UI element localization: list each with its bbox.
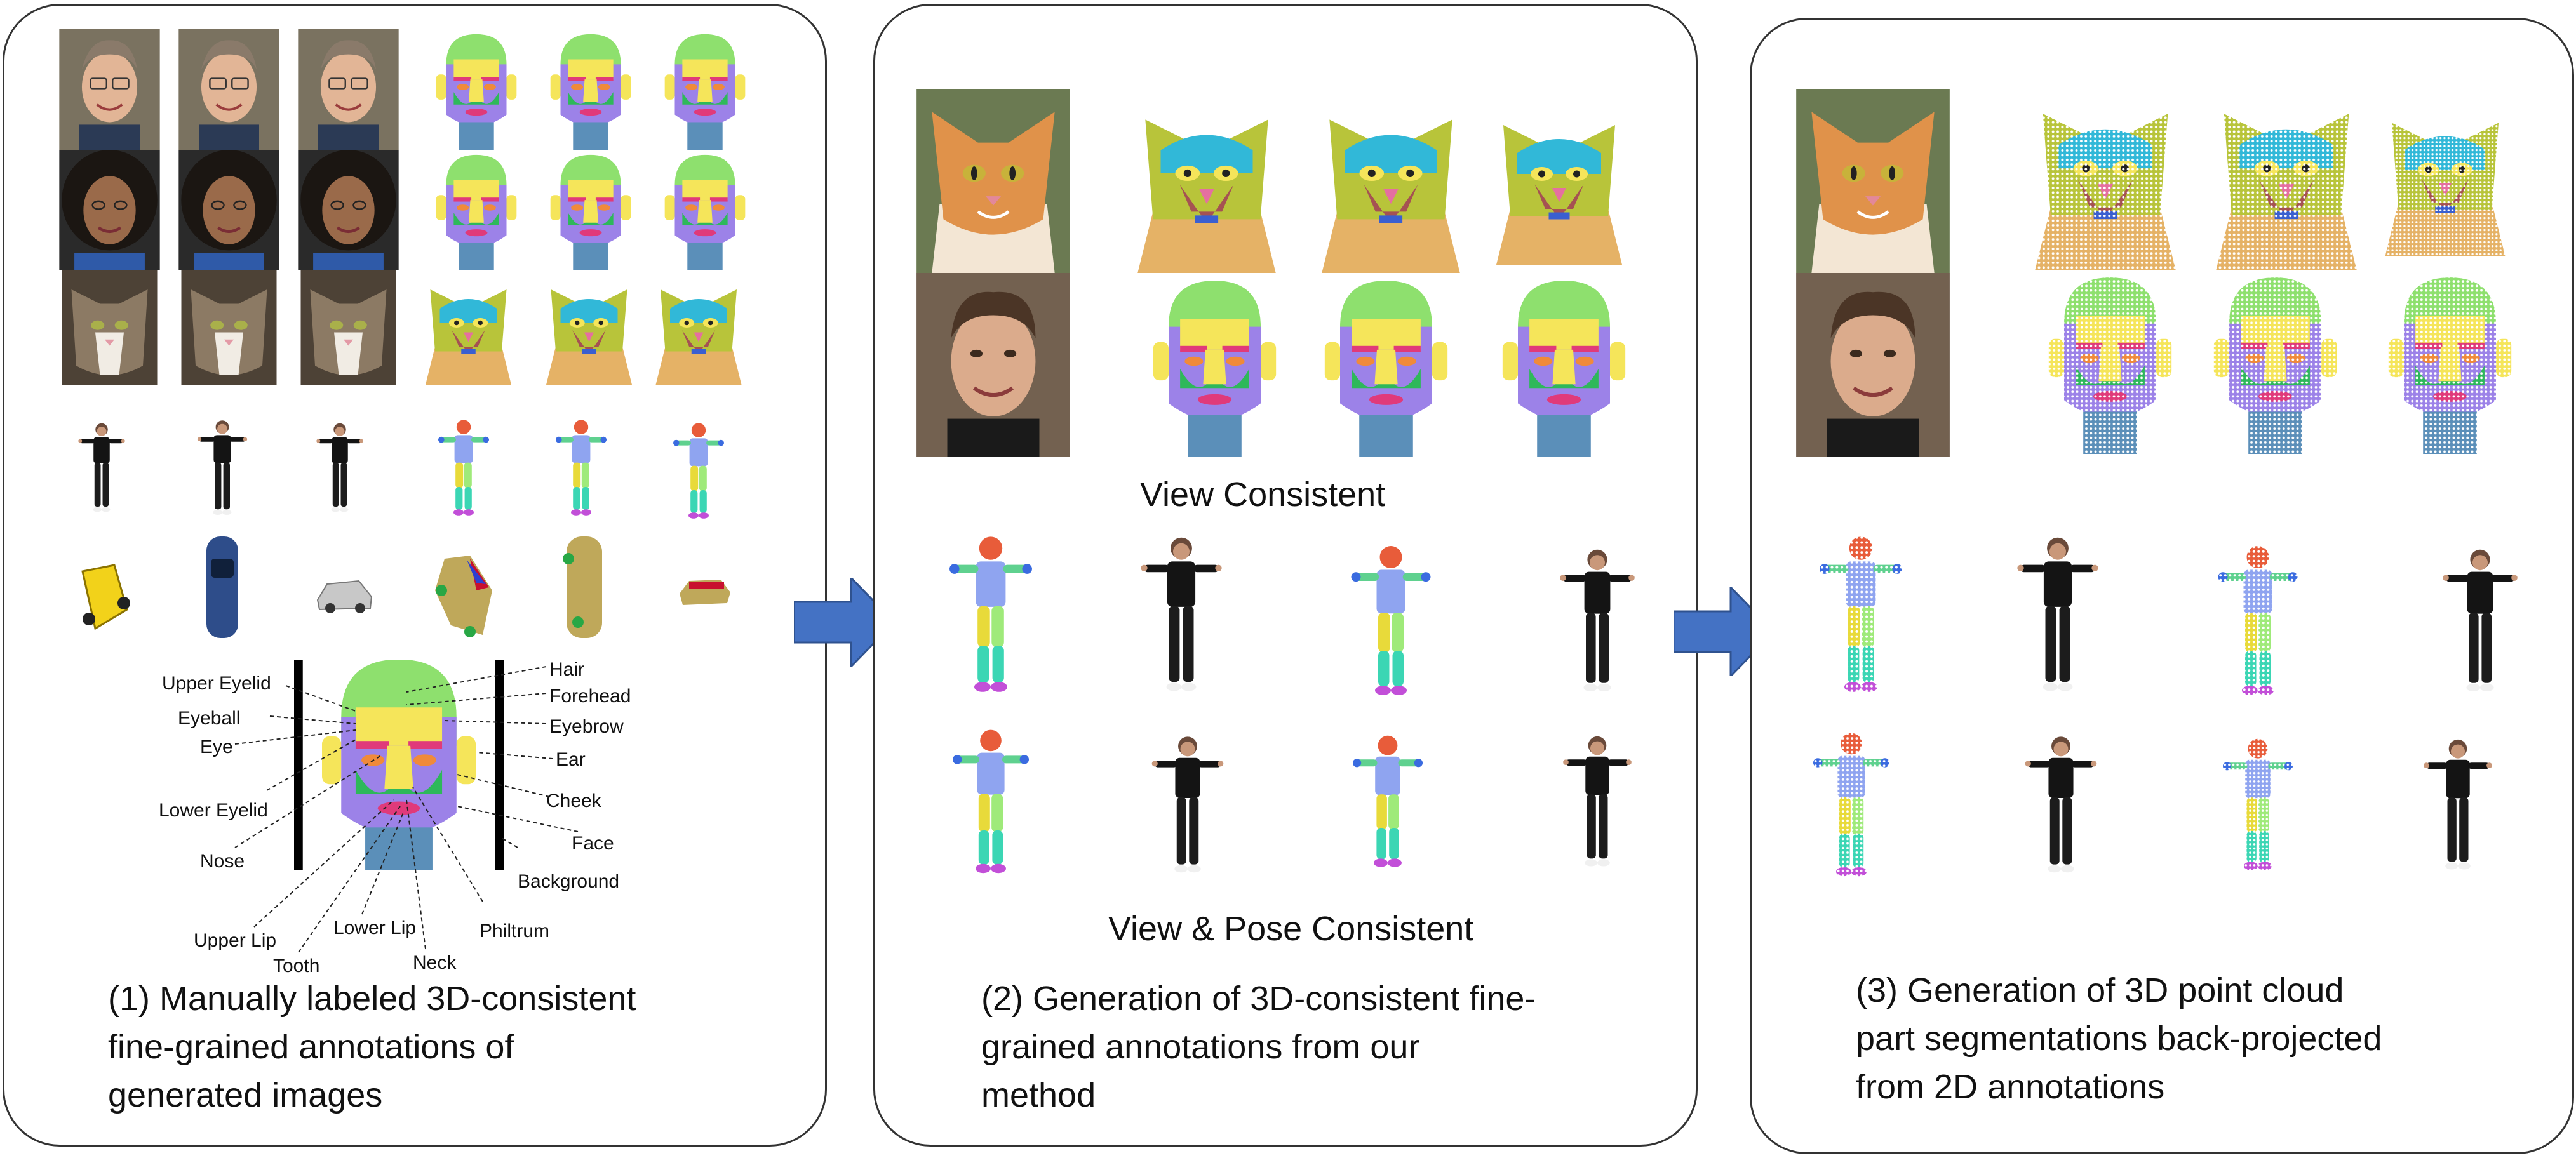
panel3-caption-line-3: from 2D annotations [1856,1068,2165,1106]
label-neck: Neck [413,952,457,973]
p3-human-photo-1 [2013,530,2102,695]
p3-pc-face-3 [2373,270,2527,454]
label-philtrum: Philtrum [480,921,550,942]
p3-pc-cat-3 [2378,96,2512,256]
label-eyebrow: Eyebrow [549,716,624,737]
panel3-caption-line-2: part segmentations back-projected [1856,1020,2382,1058]
p2-human-seg-4 [1353,724,1423,876]
p3-photo-man [1774,273,1972,457]
label-ear: Ear [556,749,586,770]
label-lower-lip: Lower Lip [333,917,417,938]
label-cheek: Cheek [546,790,601,811]
p2-seg-cat-1 [1121,89,1292,273]
p2-seg-cat-3 [1489,89,1629,273]
p2-human-photo-2 [1537,543,1658,695]
label-background: Background [518,871,620,892]
panel1-caption-line-2: fine-grained annotations of [108,1028,514,1066]
label-face: Face [572,833,614,854]
p3-human-pc-4 [2223,733,2293,873]
label-eyeball: Eyeball [178,708,241,729]
labeled-face-diagram [294,660,504,870]
heading-view-pose-consistent: View & Pose Consistent [1108,910,1474,948]
label-hair: Hair [549,659,585,680]
p2-human-photo-1 [1137,530,1226,695]
p2-seg-cat-2 [1296,89,1486,273]
p3-human-photo-3 [2001,730,2121,876]
p3-human-pc-3 [1813,727,1889,879]
car-seg-2 [563,536,602,638]
p2-photo-cat [894,89,1092,273]
panel2-caption-line-3: method [981,1076,1096,1114]
p3-human-pc-2 [2218,540,2298,698]
label-forehead: Forehead [549,686,631,707]
p3-photo-cat [1774,89,1972,273]
label-upper-eyelid: Upper Eyelid [162,673,271,694]
heading-view-consistent: View Consistent [1140,476,1386,514]
p2-human-seg-3 [927,724,1054,876]
label-leader-lines [234,666,579,953]
car-photo-silver [316,580,373,613]
panel2-caption-line-1: (2) Generation of 3D-consistent fine- [981,980,1536,1018]
panel2-caption-line-2: grained annotations from our [981,1028,1420,1066]
p3-pc-cat-2 [2208,83,2365,270]
panel1-caption-line-3: generated images [108,1076,383,1114]
label-tooth: Tooth [273,955,320,976]
p2-human-seg-1 [940,530,1042,695]
panel1-caption: (1) Manually labeled 3D-consistent fine-… [108,975,636,1119]
p2-seg-face-1 [1137,273,1292,457]
p2-human-photo-3 [1127,730,1248,876]
car-seg-1 [435,556,492,637]
panel1-caption-line-1: (1) Manually labeled 3D-consistent [108,980,636,1018]
car-seg-3 [680,580,730,605]
car-photo-blue [206,536,238,638]
p2-human-photo-4 [1562,724,1632,876]
p2-human-seg-2 [1337,540,1445,698]
panel3-caption: (3) Generation of 3D point cloud part se… [1856,966,2382,1111]
p3-human-photo-4 [2423,727,2493,879]
panel3-caption-line-1: (3) Generation of 3D point cloud [1856,971,2344,1009]
p3-human-photo-2 [2420,543,2540,695]
panel2-caption: (2) Generation of 3D-consistent fine- gr… [981,975,1536,1119]
label-eye: Eye [200,736,233,757]
label-lower-eyelid: Lower Eyelid [159,800,268,821]
flow-arrow-1 [794,578,896,667]
p2-photo-man [894,273,1092,457]
p2-seg-face-2 [1308,273,1464,457]
p2-seg-face-3 [1486,273,1642,457]
car-photo-yellow [81,564,130,630]
label-nose: Nose [200,851,245,872]
p3-pc-face-2 [2198,270,2352,454]
label-upper-lip: Upper Lip [194,930,277,951]
p3-pc-cat-1 [2027,83,2184,270]
p3-human-pc-1 [1820,530,1902,695]
p3-pc-face-1 [2033,270,2187,454]
